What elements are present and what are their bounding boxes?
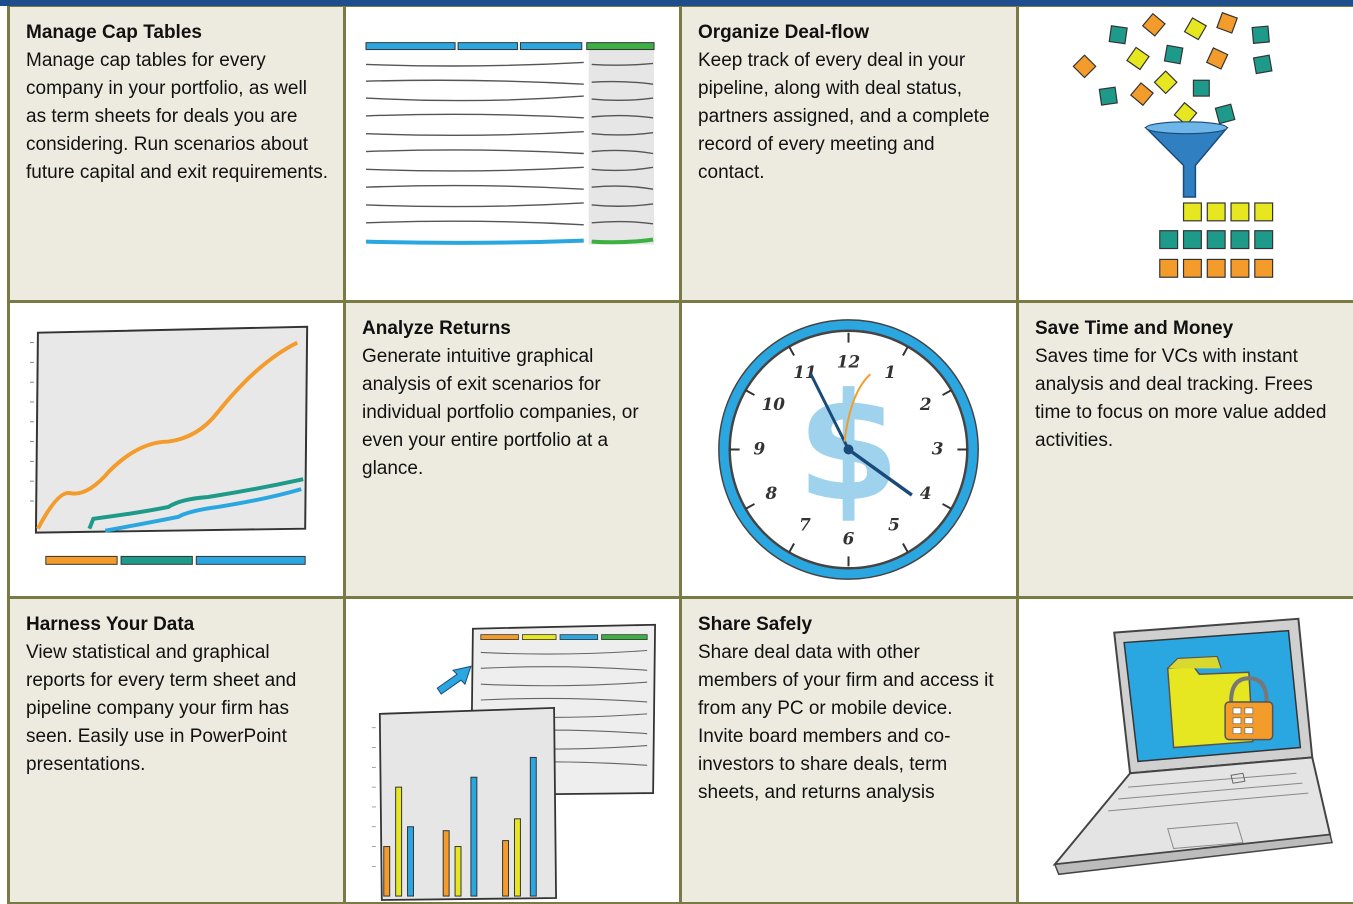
clock-numeral-1: 1 — [884, 362, 896, 382]
feature-analyze-returns: Analyze Returns Generate intuitive graph… — [346, 303, 682, 599]
spreadsheet-icon — [365, 42, 655, 245]
line-chart-icon — [29, 325, 309, 565]
deal-flow-illustration — [1019, 7, 1353, 303]
feature-share-safely: Share Safely Share deal data with other … — [682, 599, 1019, 904]
feature-title: Organize Deal-flow — [698, 22, 870, 43]
feature-title: Share Safely — [698, 614, 813, 635]
feature-description: Manage cap tables for every company in y… — [26, 50, 329, 183]
feature-deal-flow: Organize Deal-flow Keep track of every d… — [682, 7, 1019, 303]
feature-title: Harness Your Data — [26, 614, 195, 635]
feature-title: Manage Cap Tables — [26, 22, 202, 43]
clock-numeral-7: 7 — [799, 515, 811, 535]
laptop-lock-icon — [1052, 617, 1333, 876]
feature-grid: Manage Cap Tables Manage cap tables for … — [7, 6, 1353, 904]
clock-numeral-12: 12 — [837, 351, 860, 371]
top-accent-bar — [0, 0, 1353, 6]
feature-title: Analyze Returns — [362, 318, 511, 339]
feature-harness-data: Harness Your Data View statistical and g… — [10, 599, 346, 904]
security-illustration — [1019, 599, 1353, 904]
feature-description: Keep track of every deal in your pipelin… — [698, 50, 990, 183]
time-money-illustration: $ 12 1 2 — [682, 303, 1019, 599]
returns-illustration — [10, 303, 346, 599]
feature-description: Generate intuitive graphical analysis of… — [362, 346, 639, 479]
reports-illustration — [346, 599, 682, 904]
feature-save-time: Save Time and Money Saves time for VCs w… — [1019, 303, 1353, 599]
feature-description: Share deal data with other members of yo… — [698, 642, 994, 803]
clock-numeral-5: 5 — [888, 515, 900, 535]
clock-numeral-3: 3 — [932, 438, 944, 458]
feature-cap-tables: Manage Cap Tables Manage cap tables for … — [10, 7, 346, 303]
funnel-icon — [1072, 11, 1274, 278]
clock-icon: $ 12 1 2 — [718, 319, 979, 580]
clock-numeral-9: 9 — [754, 438, 766, 458]
clock-numeral-4: 4 — [920, 483, 932, 503]
clock-numeral-8: 8 — [764, 483, 777, 503]
feature-title: Save Time and Money — [1035, 318, 1234, 339]
clock-numeral-2: 2 — [919, 394, 932, 414]
feature-description: View statistical and graphical reports f… — [26, 642, 297, 775]
cap-table-illustration — [346, 7, 682, 303]
report-icon — [371, 623, 656, 901]
clock-numeral-6: 6 — [843, 529, 855, 549]
feature-description: Saves time for VCs with instant analysis… — [1035, 346, 1327, 451]
clock-numeral-10: 10 — [762, 394, 786, 414]
